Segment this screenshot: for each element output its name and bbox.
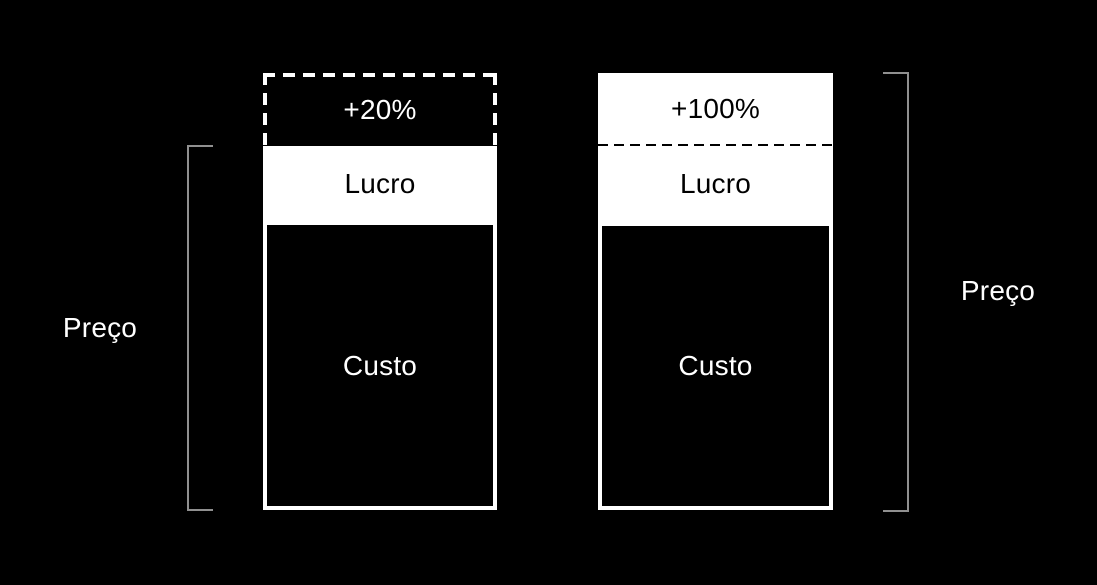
left-cost-segment: Custo: [263, 221, 497, 510]
right-cost-label: Custo: [678, 350, 753, 381]
left-cost-label: Custo: [342, 349, 418, 381]
right-top-white-box: +100% Lucro: [598, 73, 833, 222]
left-price-increase-box: +20%: [263, 73, 497, 146]
right-price-increase-area: +100%: [598, 73, 833, 144]
left-profit-label: Lucro: [344, 167, 416, 199]
right-profit-segment: Lucro: [598, 146, 833, 222]
left-price-bracket: [187, 145, 213, 511]
right-cost-segment: Custo: [598, 222, 833, 510]
left-price-label-wrap: Preço: [30, 311, 170, 345]
profit-increase-dashed-line: [598, 144, 833, 146]
right-price-label-wrap: Preço: [928, 274, 1068, 308]
left-price-label: Preço: [62, 312, 138, 343]
dashed-border-right-left-box: [493, 73, 497, 146]
dashed-border-top-left-box: [263, 73, 497, 77]
left-increase-label: +20%: [343, 93, 417, 125]
right-price-bracket: [883, 72, 909, 512]
left-profit-segment: Lucro: [263, 146, 497, 221]
right-increase-label: +100%: [671, 92, 760, 124]
dashed-border-left-left-box: [263, 73, 267, 146]
right-price-label: Preço: [960, 275, 1036, 306]
right-profit-label: Lucro: [679, 168, 752, 199]
